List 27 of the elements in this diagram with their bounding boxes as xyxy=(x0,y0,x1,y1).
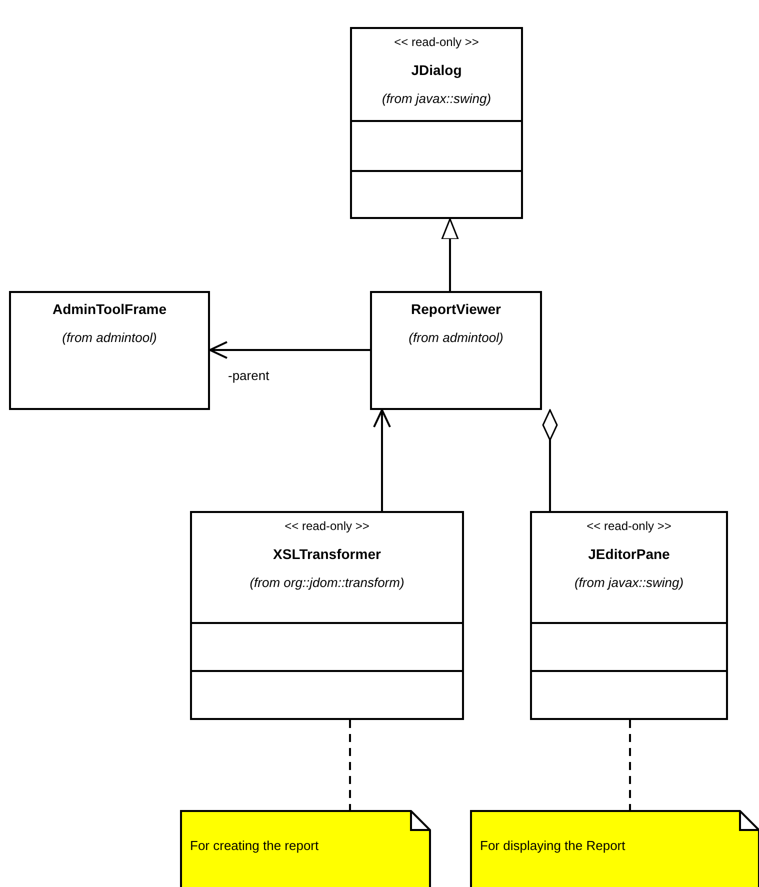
package-note: (from javax::swing) xyxy=(573,575,685,590)
class-name: JEditorPane xyxy=(587,546,671,562)
package-note: (from javax::swing) xyxy=(380,91,492,106)
package-note: (from admintool) xyxy=(408,330,504,345)
stereotype: << read-only >> xyxy=(586,519,672,533)
note-text: For creating the report xyxy=(190,838,320,853)
connector-arrow xyxy=(373,409,391,511)
class-box xyxy=(9,291,210,410)
class-box xyxy=(530,511,728,720)
package-note: (from admintool) xyxy=(61,330,158,345)
note xyxy=(470,810,759,887)
class-box xyxy=(190,511,464,720)
stereotype: << read-only >> xyxy=(393,35,480,49)
note xyxy=(180,810,431,887)
class-name: JDialog xyxy=(410,62,463,78)
stereotype: << read-only >> xyxy=(284,519,370,533)
connector-arrow xyxy=(441,218,459,291)
package-note: (from org::jdom::transform) xyxy=(248,575,406,590)
class-name: XSLTransformer xyxy=(272,546,382,562)
class-name: ReportViewer xyxy=(410,301,502,317)
note-text: For displaying the Report xyxy=(480,838,626,853)
class-box xyxy=(350,27,523,219)
note-link xyxy=(629,720,631,810)
note-link xyxy=(349,720,351,810)
connector-arrow xyxy=(209,341,370,359)
class-name: AdminToolFrame xyxy=(51,301,168,317)
class-box xyxy=(370,291,542,410)
